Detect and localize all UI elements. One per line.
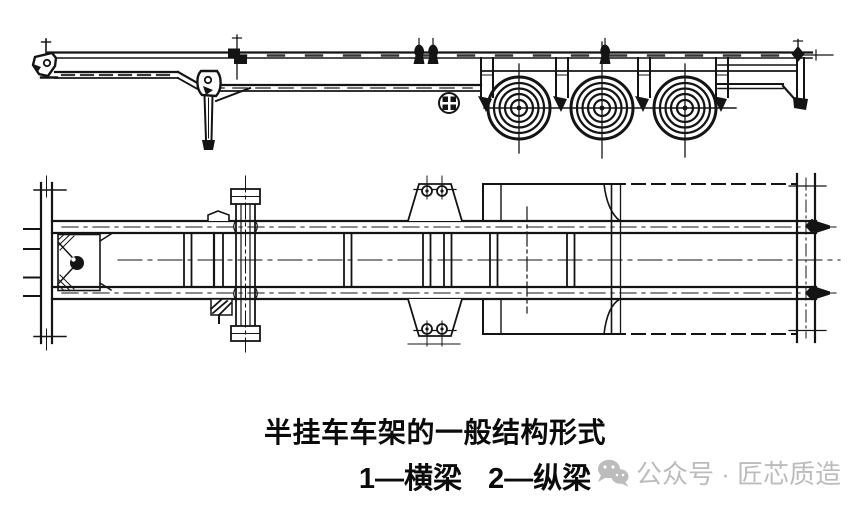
cross-member-2-landing-gear-mount <box>207 210 233 324</box>
suspension-hanger-3 <box>635 57 651 112</box>
twist-lock-mid <box>599 37 611 64</box>
cross-member-6 <box>566 232 576 288</box>
support-roller <box>438 92 460 114</box>
suspension-hanger-1 <box>478 57 494 112</box>
cross-member-4 <box>422 232 453 288</box>
wechat-icon <box>598 459 629 487</box>
suspension-hanger-2 <box>553 57 569 112</box>
landing-gear-plan <box>230 175 261 353</box>
longitudinal-beam-bottom <box>50 285 837 301</box>
rear-twist-lock <box>791 38 805 62</box>
rear-body-outline <box>482 183 797 335</box>
cross-member-1 <box>183 232 193 288</box>
figure-caption-legend: 1—横梁 2—纵梁 <box>290 455 660 497</box>
side-view <box>31 34 834 159</box>
outrigger-bracket-top <box>406 175 464 223</box>
wheel-3 <box>652 63 718 158</box>
twist-lock-pair <box>413 37 439 64</box>
gooseneck-bottom-flange <box>53 70 203 93</box>
wheel-1 <box>486 63 552 154</box>
figure-caption-title: 半挂车车架的一般结构形式 <box>263 417 606 448</box>
rail-clamp-fitting <box>228 34 247 80</box>
outrigger-bracket-bottom <box>406 297 464 347</box>
longitudinal-beam-top <box>50 219 837 235</box>
cross-member-3 <box>343 232 353 288</box>
plan-view <box>23 172 841 353</box>
kingpin-mount <box>57 232 113 292</box>
legend-item-crossbeam: 1—横梁 <box>358 463 462 495</box>
front-coupling-hook <box>31 38 59 79</box>
landing-gear-leg <box>196 69 252 150</box>
watermark: 公众号 · 匠芯质造 <box>594 454 841 491</box>
front-cross-member <box>23 175 67 351</box>
rear-underrun-support <box>793 57 808 110</box>
watermark-text: 公众号 · 匠芯质造 <box>636 459 842 489</box>
cross-member-5 <box>489 232 499 288</box>
rear-cross-member <box>788 172 827 344</box>
legend-item-longitudinal-beam: 2—纵梁 <box>488 463 592 495</box>
